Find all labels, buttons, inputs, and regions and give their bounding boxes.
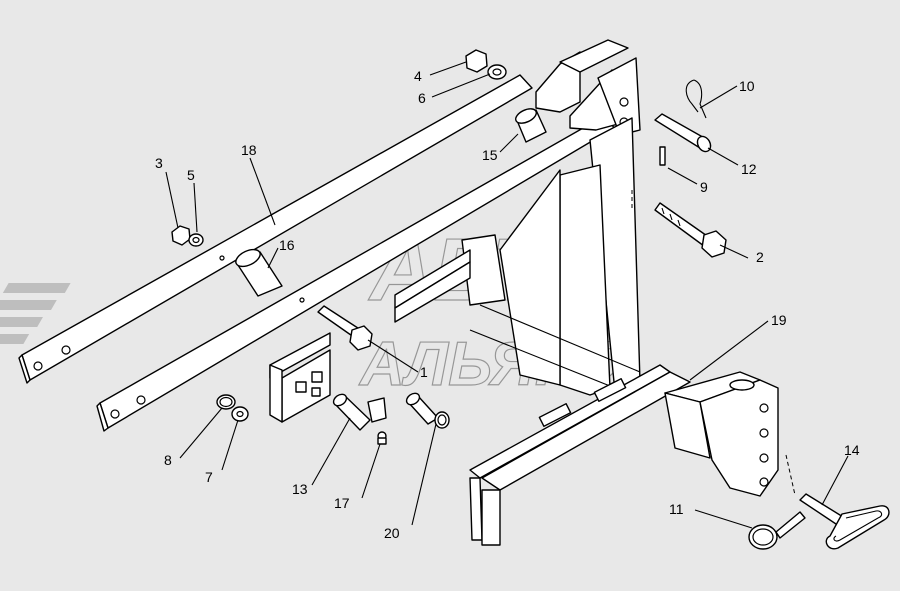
part-17-grease-fitting [377, 431, 387, 445]
callout-17: 17 [334, 495, 350, 511]
part-5-washer [188, 233, 204, 247]
part-4-nut [465, 49, 488, 73]
lower-fork [469, 364, 691, 546]
callout-2: 2 [756, 249, 764, 265]
part-11-linch-pin [748, 511, 806, 550]
part-18-upper-arm [18, 74, 533, 384]
part-12-pin [654, 113, 712, 153]
part-13-lever-pin [332, 393, 387, 431]
callout-9: 9 [700, 179, 708, 195]
top-brackets [535, 39, 641, 167]
callout-8: 8 [164, 452, 172, 468]
part-8-o-ring [216, 394, 236, 410]
part-9-roll-pin [659, 146, 666, 166]
callout-14: 14 [844, 442, 860, 458]
callout-19: 19 [771, 312, 787, 328]
callout-6: 6 [418, 90, 426, 106]
cross-bars [269, 249, 471, 423]
part-6-washer [487, 64, 507, 80]
part-3-nut [171, 225, 191, 246]
callout-15: 15 [482, 147, 498, 163]
part-2-bolt [654, 202, 727, 258]
part-10-spring-clip [685, 79, 707, 119]
callout-12: 12 [741, 161, 757, 177]
callout-5: 5 [187, 167, 195, 183]
part-1-bolt [317, 305, 373, 351]
part-20-pin [405, 392, 450, 429]
callout-7: 7 [205, 469, 213, 485]
part-19-hitch [664, 371, 796, 497]
callout-18: 18 [241, 142, 257, 158]
callout-1: 1 [420, 364, 428, 380]
callout-11: 11 [669, 501, 684, 517]
part-7-washer [231, 406, 249, 422]
part-15-bushing [515, 108, 547, 143]
callout-16: 16 [279, 237, 295, 253]
callout-20: 20 [384, 525, 400, 541]
callout-4: 4 [414, 68, 422, 84]
part-16-bushing [235, 248, 283, 297]
callout-labels: 4 6 10 3 5 18 15 12 9 16 2 19 1 8 7 13 1… [155, 68, 860, 541]
part-14-hitch-pin [799, 493, 890, 550]
callout-10: 10 [739, 78, 755, 94]
leader-lines [165, 61, 849, 529]
callout-13: 13 [292, 481, 308, 497]
vertical-frame [461, 117, 641, 396]
callout-3: 3 [155, 155, 163, 171]
